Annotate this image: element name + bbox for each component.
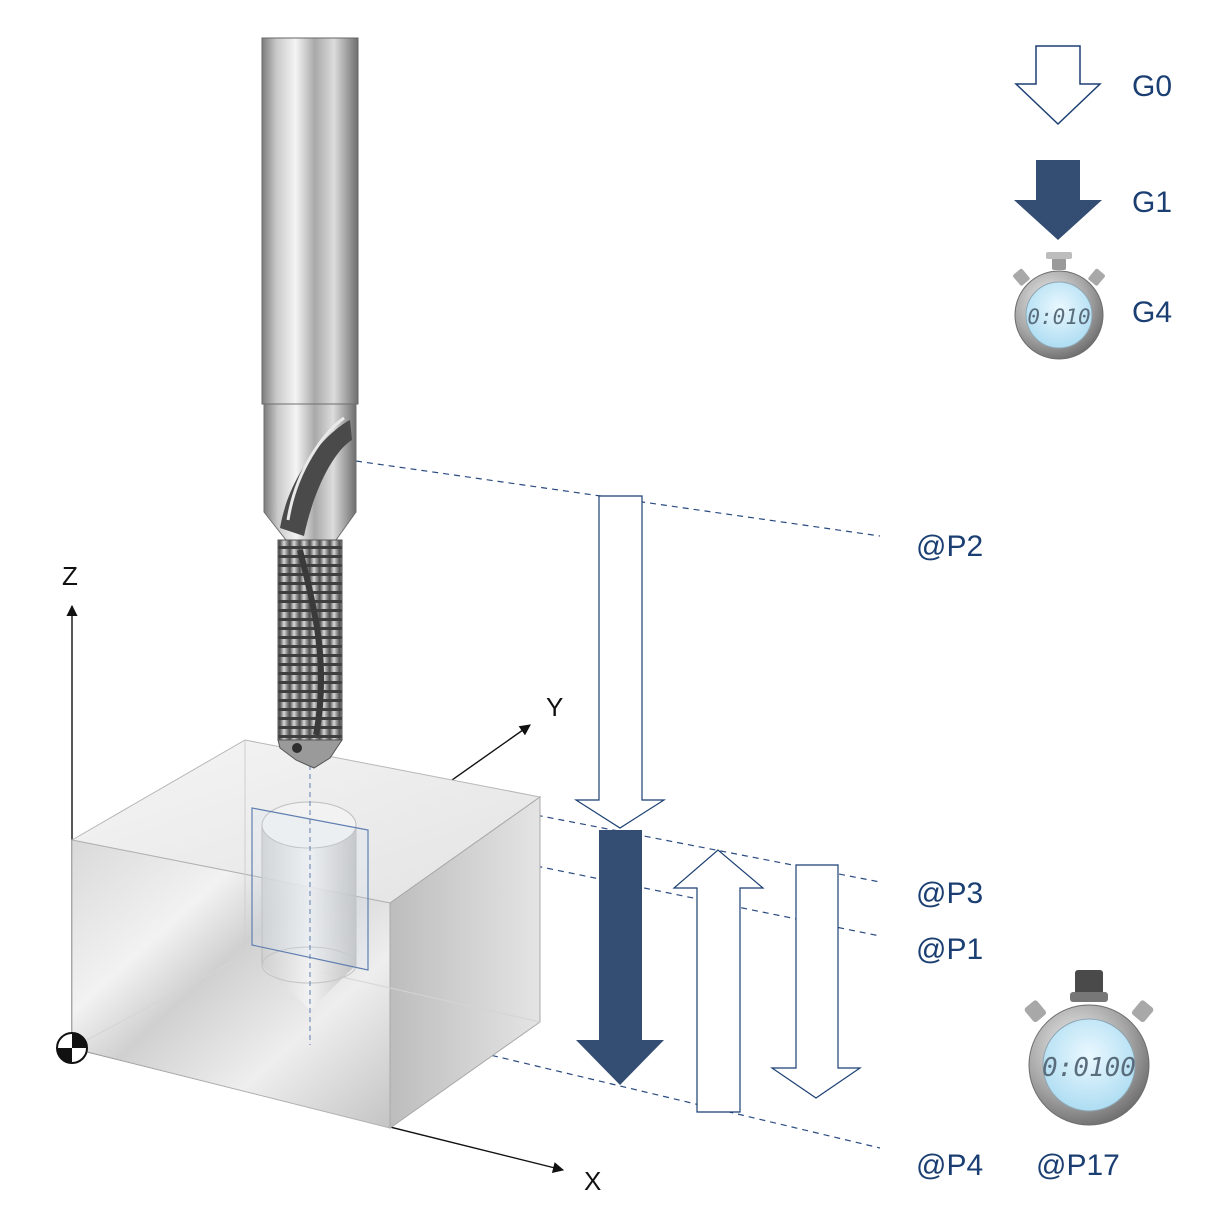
x-axis-label: X: [584, 1166, 601, 1196]
workpiece-block: [70, 739, 542, 1129]
label-p4: @P4: [916, 1149, 983, 1182]
stopwatch-small-icon: 0:010: [1013, 252, 1105, 360]
p1-reference-line: [309, 819, 881, 937]
y-axis-label: Y: [546, 692, 563, 722]
retract-arrow: [672, 849, 765, 1113]
rapid-traverse-icon: [1014, 45, 1102, 126]
label-p17: @P17: [1036, 1149, 1120, 1182]
tapping-feed-arrow: [576, 830, 664, 1085]
feed-motion-icon: [1014, 160, 1102, 240]
motion-arrows: [573, 495, 862, 1113]
rapid-approach-arrow: [573, 495, 667, 829]
legend-g1-label: G1: [1132, 186, 1172, 219]
section-plane-outline: [251, 807, 369, 971]
tap-tool: [261, 37, 359, 769]
tool-shank: [261, 37, 359, 405]
legend-stopwatch-readout: 0:010: [1027, 305, 1090, 329]
p3-reference-line: [309, 770, 881, 883]
z-axis-label: Z: [62, 561, 78, 591]
tool-thread-section: [277, 539, 343, 741]
dwell-stopwatch-icon: 0:0100: [1024, 970, 1154, 1126]
threaded-hole: [261, 801, 357, 1010]
legend-g4-label: G4: [1132, 296, 1172, 329]
legend-g0-label: G0: [1132, 70, 1172, 103]
second-approach-arrow: [770, 864, 862, 1099]
legend: G0 G1 0:010 G4: [1013, 45, 1172, 360]
p4-reference-line: [309, 1011, 881, 1149]
workpiece-origin-icon: [56, 1032, 88, 1064]
label-p1: @P1: [916, 933, 983, 966]
label-p3: @P3: [916, 877, 983, 910]
label-p2: @P2: [916, 530, 983, 563]
dwell-stopwatch-readout: 0:0100: [1042, 1053, 1136, 1083]
